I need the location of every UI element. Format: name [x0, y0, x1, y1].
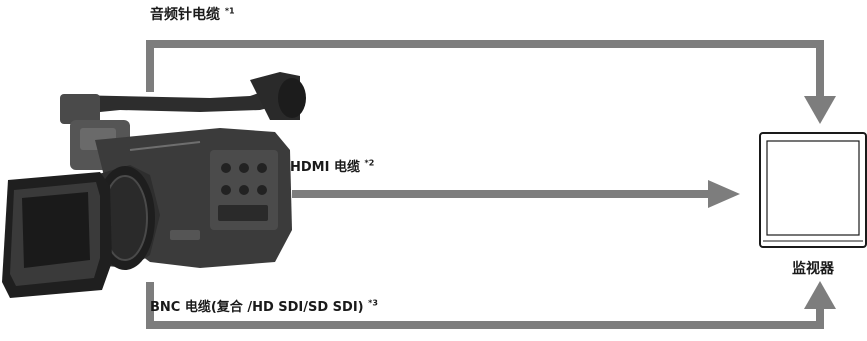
monitor-label: 监视器	[792, 261, 834, 277]
bnc-cable-text: BNC 电缆(复合 /HD SDI/SD SDI)	[150, 300, 364, 315]
camcorder-icon	[2, 72, 306, 298]
audio-cable-label: 音频针电缆 *1	[150, 4, 235, 24]
audio-cable-footnote: *1	[224, 6, 235, 16]
bnc-cable-label: BNC 电缆(复合 /HD SDI/SD SDI) *3	[150, 296, 378, 315]
hdmi-cable-label: HDMI 电缆 *2	[290, 156, 374, 175]
hdmi-cable-footnote: *2	[364, 158, 375, 168]
hdmi-cable-line	[292, 180, 740, 208]
audio-cable-line	[146, 40, 824, 98]
audio-arrowhead	[804, 96, 836, 124]
bnc-cable-footnote: *3	[368, 298, 378, 308]
monitor-icon	[759, 132, 867, 248]
audio-cable-text: 音频针电缆	[150, 7, 220, 23]
hdmi-cable-text: HDMI 电缆	[290, 160, 360, 175]
bnc-arrowhead	[804, 281, 836, 309]
bnc-cable-line	[146, 282, 824, 329]
